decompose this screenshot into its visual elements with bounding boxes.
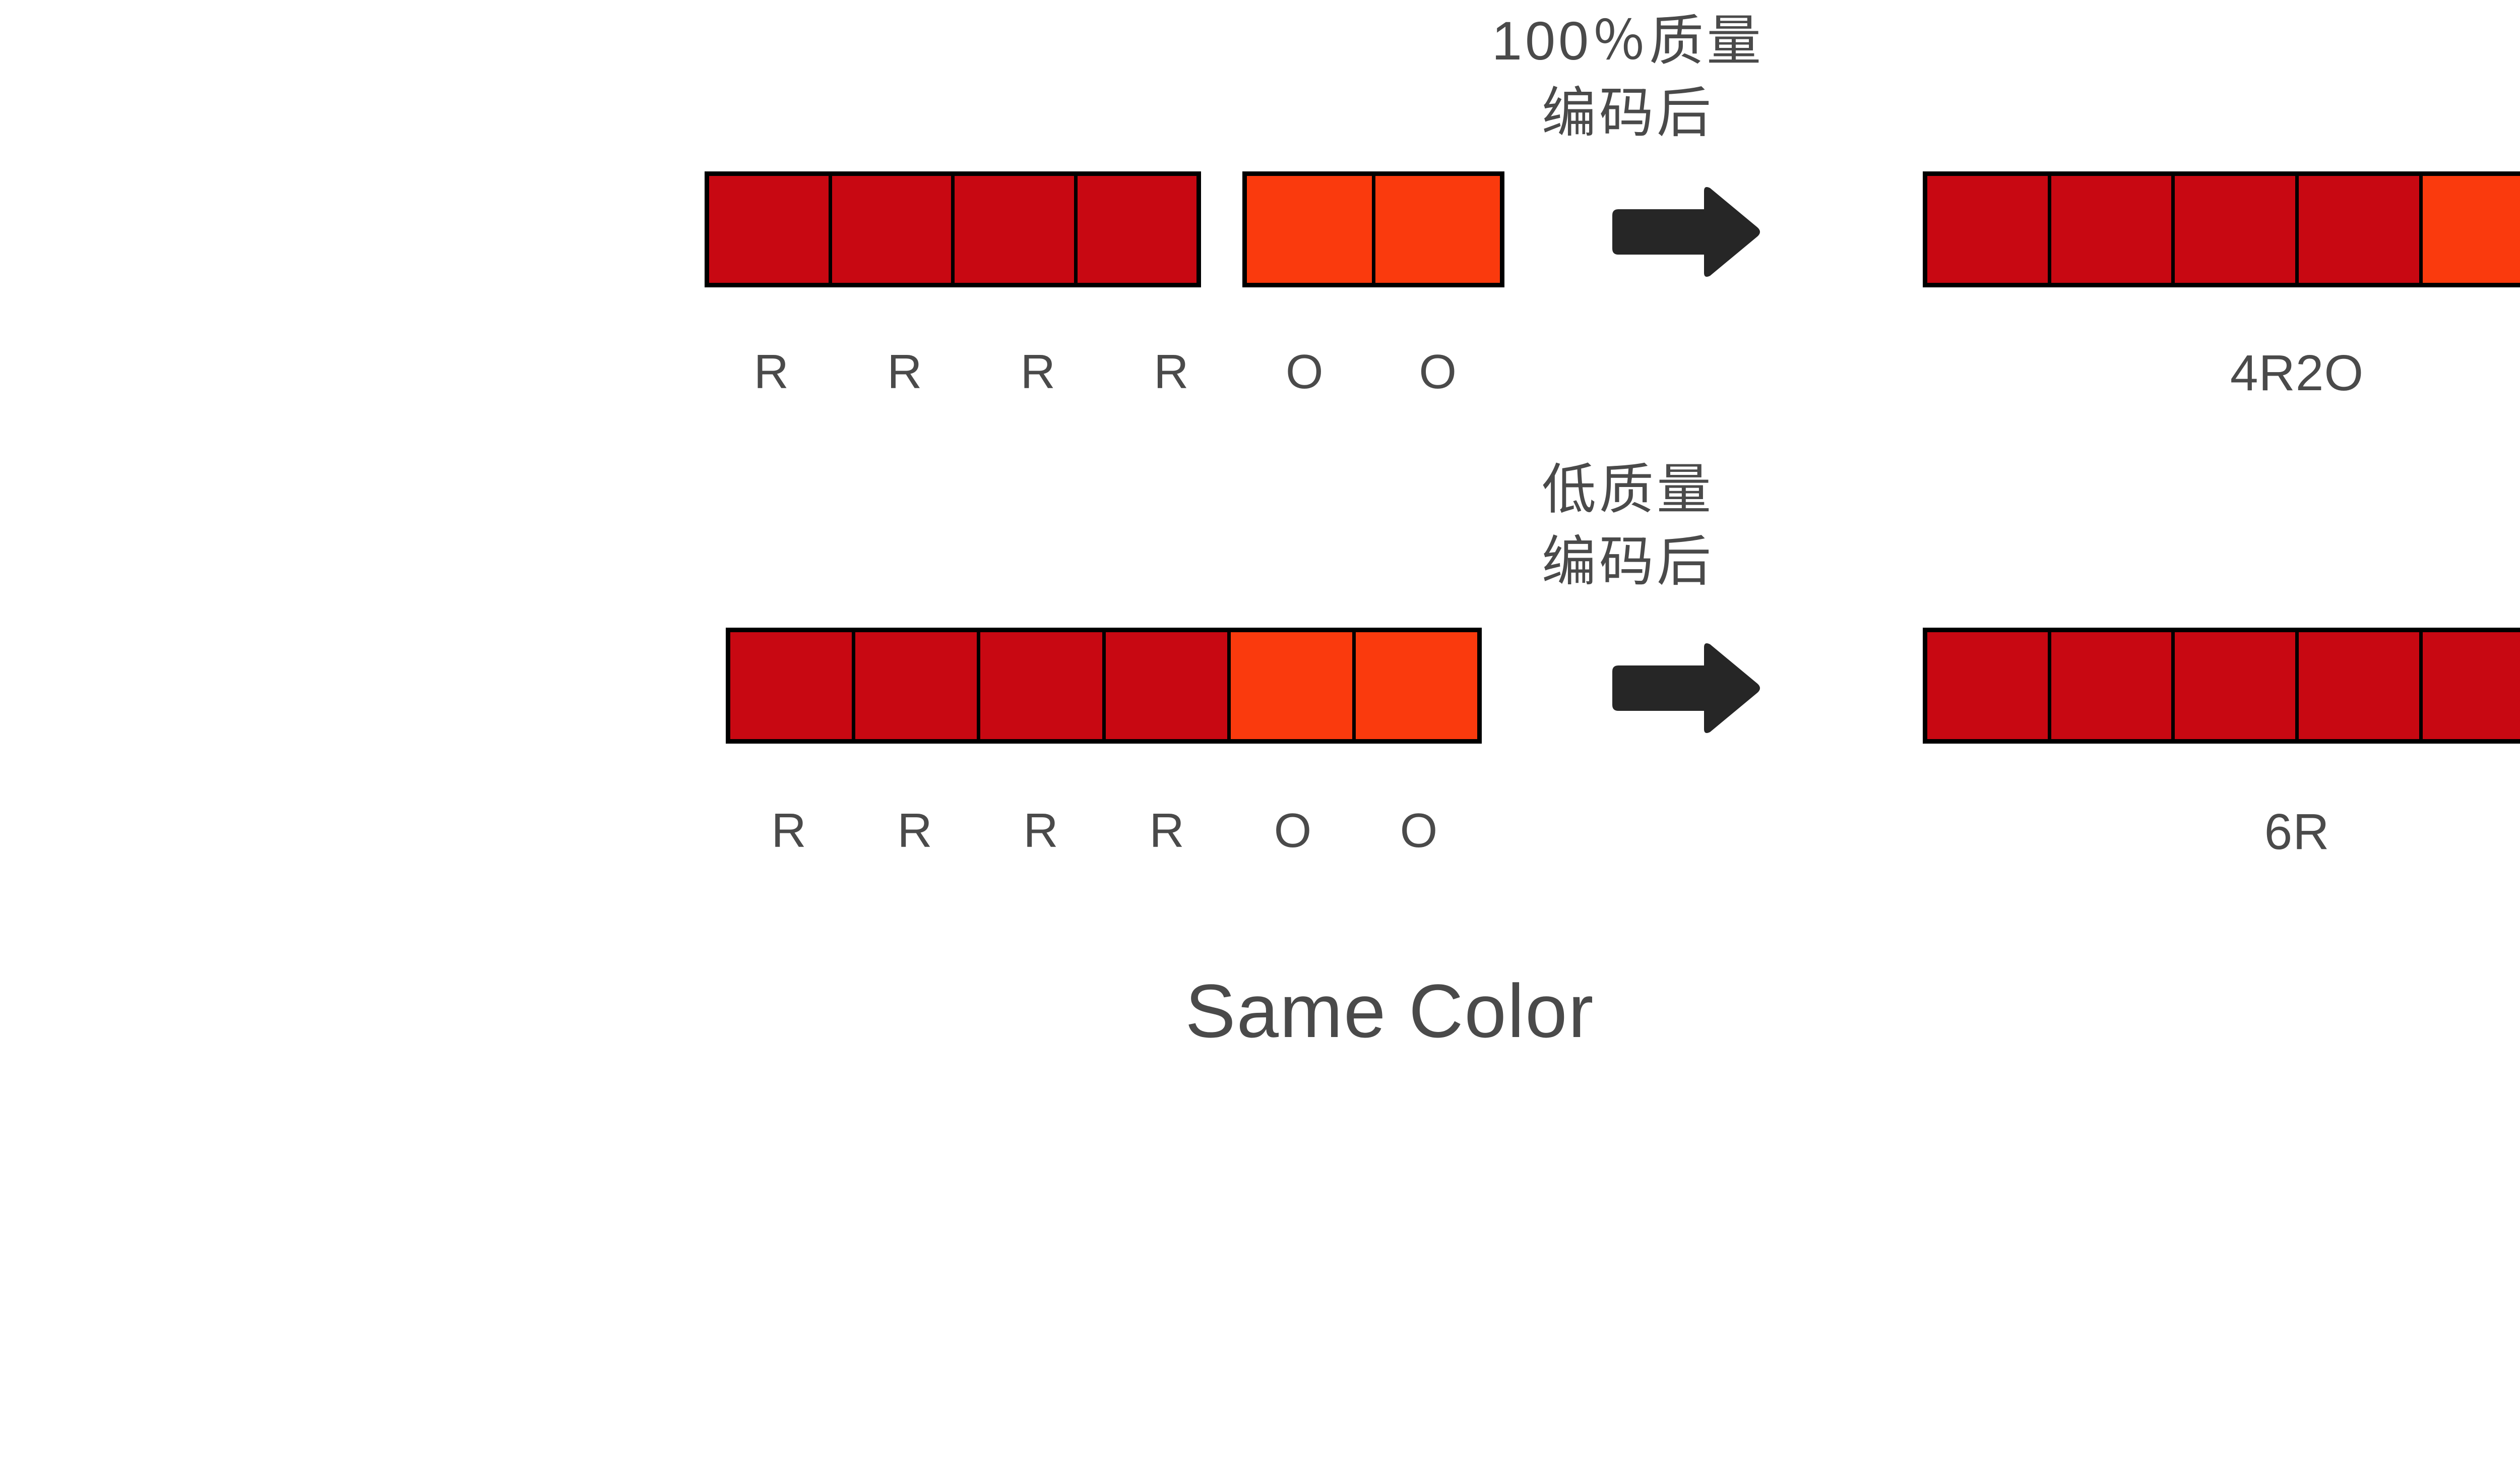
pixel-cell-orange	[1247, 176, 1375, 283]
cell-letter: O	[1419, 345, 1457, 399]
cell-letter: R	[1020, 345, 1055, 399]
pixel-cell-red	[2299, 632, 2423, 739]
pixel-cell-red	[955, 176, 1078, 283]
caption-line-1: 100％质量	[1491, 10, 1765, 71]
output-code-label-row1: 4R2O	[2230, 345, 2364, 401]
input-letters-row1: R R R R O O	[705, 348, 1504, 396]
same-color-text: Same Color	[1185, 968, 1595, 1053]
pixel-cell-red	[2175, 632, 2299, 739]
input-strip-red-run-row1	[705, 171, 1201, 287]
cell-letter: R	[1154, 345, 1189, 399]
pixel-cell-orange	[2422, 176, 2520, 283]
cell-letter: R	[753, 345, 789, 399]
pixel-cell-red	[2051, 632, 2175, 739]
output-strip-row1	[1923, 171, 2520, 287]
pixel-cell-red	[2299, 176, 2423, 283]
caption-line-2: 编码后	[1541, 82, 1714, 143]
cell-letter: R	[887, 345, 922, 399]
cell-letter: R	[1023, 804, 1058, 858]
pixel-cell-orange	[1375, 176, 1500, 283]
pixel-cell-red	[730, 632, 856, 739]
output-strip-row2	[1923, 628, 2520, 744]
input-letters-row2: R R R R O O	[726, 807, 1482, 855]
output-code-label-row2: 6R	[2264, 804, 2330, 860]
pixel-cell-red	[1105, 632, 1231, 739]
pixel-cell-red	[709, 176, 832, 283]
cell-letter: R	[1149, 804, 1184, 858]
pixel-cell-red	[2175, 176, 2299, 283]
right-arrow-icon	[1605, 184, 1761, 280]
cell-letter: R	[897, 804, 932, 858]
caption-line-2: 编码后	[1541, 530, 1714, 592]
caption-line-1: 低质量	[1541, 459, 1714, 520]
pixel-cell-red	[1077, 176, 1196, 283]
pixel-cell-red	[832, 176, 955, 283]
right-arrow-icon	[1605, 640, 1761, 736]
pixel-cell-red	[1927, 632, 2051, 739]
input-strip-orange-run-row1	[1242, 171, 1504, 287]
same-color-caption: Same Color	[0, 973, 2520, 1049]
cell-letter: R	[771, 804, 806, 858]
pixel-cell-red	[2422, 632, 2520, 739]
arrow-caption-low-quality: 低质量 编码后	[1401, 454, 1855, 597]
pixel-cell-red	[1927, 176, 2051, 283]
pixel-cell-orange	[1230, 632, 1356, 739]
pixel-cell-orange	[1355, 632, 1478, 739]
input-strip-row2	[726, 628, 1482, 744]
cell-letter: O	[1274, 804, 1312, 858]
pixel-cell-red	[980, 632, 1106, 739]
cell-letter: O	[1400, 804, 1438, 858]
cell-letter: O	[1285, 345, 1324, 399]
pixel-cell-red	[2051, 176, 2175, 283]
arrow-caption-high-quality: 100％质量 编码后	[1401, 5, 1855, 149]
pixel-cell-red	[855, 632, 981, 739]
